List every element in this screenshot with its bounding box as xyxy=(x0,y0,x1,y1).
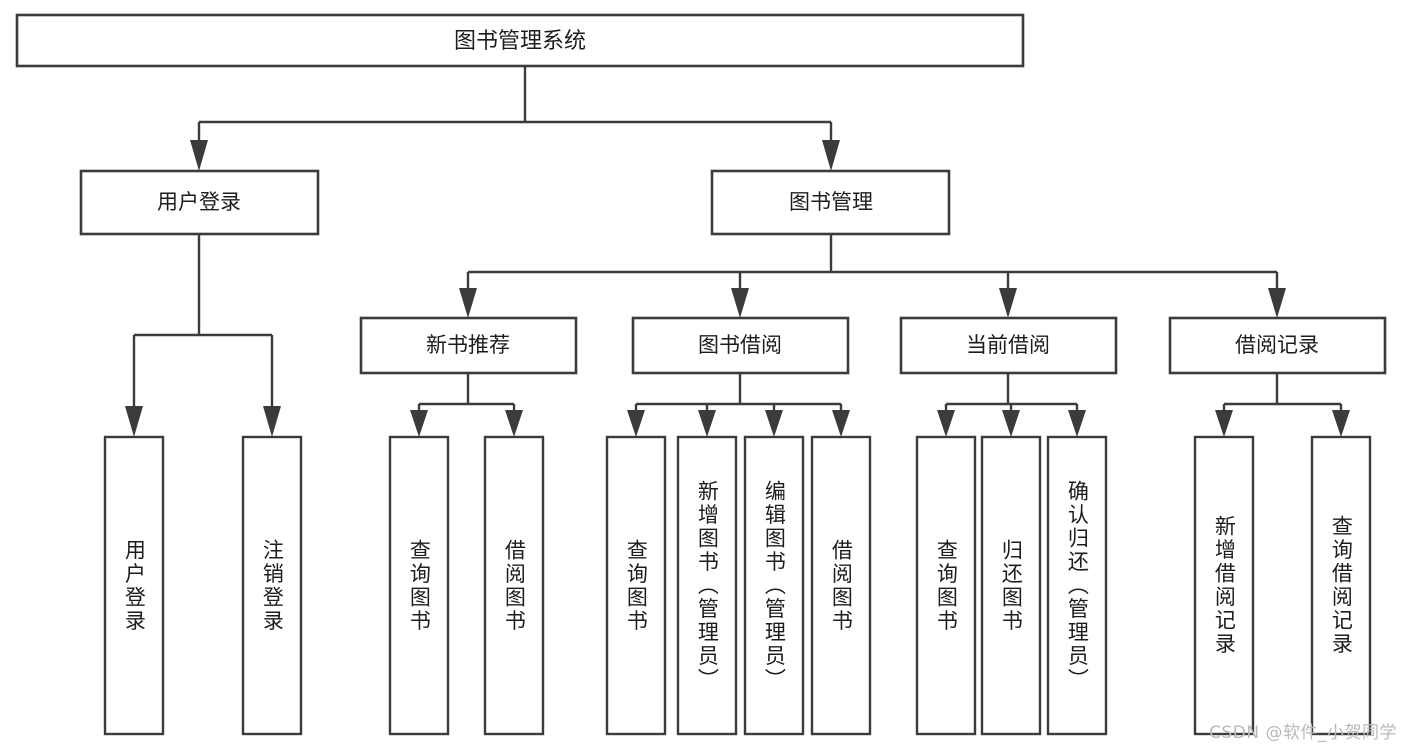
leaf-box-new-book-2[interactable] xyxy=(483,435,545,736)
arrow-leaf-current-3 xyxy=(1068,410,1086,437)
edges-group xyxy=(125,66,1350,437)
arrow-leaf-record-1 xyxy=(1215,410,1233,437)
arrow-leaf-newbook-2 xyxy=(505,410,523,437)
arrow-leaf-borrow-4 xyxy=(832,410,850,437)
arrow-leaf-borrow-2 xyxy=(698,410,716,437)
node-borrow-record-box[interactable] xyxy=(1168,316,1387,375)
arrow-leaf-user-login-2 xyxy=(263,406,281,437)
arrow-current xyxy=(999,288,1017,318)
arrow-leaf-current-2 xyxy=(1002,410,1020,437)
arrow-leaf-borrow-3 xyxy=(765,410,783,437)
leaf-box-new-book-1[interactable] xyxy=(388,435,450,736)
nodes-group: 图书管理系统 用户登录 图书管理 新书推荐 图书借阅 当前借阅 借阅记录 xyxy=(15,13,1387,736)
leaf-box-book-borrow-2[interactable] xyxy=(676,435,738,736)
leaf-box-borrow-record-2[interactable] xyxy=(1310,435,1372,736)
node-root-box[interactable] xyxy=(15,13,1025,68)
leaf-box-book-borrow-1[interactable] xyxy=(605,435,667,736)
leaf-box-book-borrow-3[interactable] xyxy=(743,435,805,736)
arrow-record xyxy=(1268,288,1286,318)
node-book-borrow-box[interactable] xyxy=(631,316,850,375)
leaf-box-borrow-record-1[interactable] xyxy=(1193,435,1255,736)
node-new-book-recommend-box[interactable] xyxy=(359,316,578,375)
arrow-leaf-current-1 xyxy=(937,410,955,437)
arrow-leaf-record-2 xyxy=(1332,410,1350,437)
arrow-leaf-borrow-1 xyxy=(627,410,645,437)
node-user-login-label: 用户登录 xyxy=(157,190,241,214)
node-book-management-box[interactable] xyxy=(710,169,951,236)
node-new-book-recommend-label: 新书推荐 xyxy=(426,333,510,357)
leaf-box-current-borrow-1[interactable] xyxy=(915,435,977,736)
csdn-watermark: CSDN @软件_小贺同学 xyxy=(1209,723,1397,743)
node-book-management-label: 图书管理 xyxy=(789,190,873,214)
arrow-leaf-user-login-1 xyxy=(125,406,143,437)
leaf-box-user-login-2[interactable] xyxy=(241,435,303,736)
leaf-box-current-borrow-2[interactable] xyxy=(980,435,1042,736)
node-book-borrow-label: 图书借阅 xyxy=(698,333,782,357)
arrow-borrow xyxy=(731,288,749,318)
leaf-box-current-borrow-3[interactable] xyxy=(1046,435,1108,736)
node-current-borrow-label: 当前借阅 xyxy=(966,333,1050,357)
leaf-box-user-login-1[interactable] xyxy=(103,435,165,736)
arrow-user-login xyxy=(190,140,208,171)
arrow-newbook xyxy=(459,288,477,318)
arrow-book-mgmt xyxy=(822,140,840,171)
node-root-label: 图书管理系统 xyxy=(454,29,586,54)
node-current-borrow-box[interactable] xyxy=(899,316,1118,375)
node-user-login-box[interactable] xyxy=(79,169,320,236)
leaf-box-book-borrow-4[interactable] xyxy=(810,435,872,736)
arrow-leaf-newbook-1 xyxy=(410,410,428,437)
node-borrow-record-label: 借阅记录 xyxy=(1235,333,1319,357)
